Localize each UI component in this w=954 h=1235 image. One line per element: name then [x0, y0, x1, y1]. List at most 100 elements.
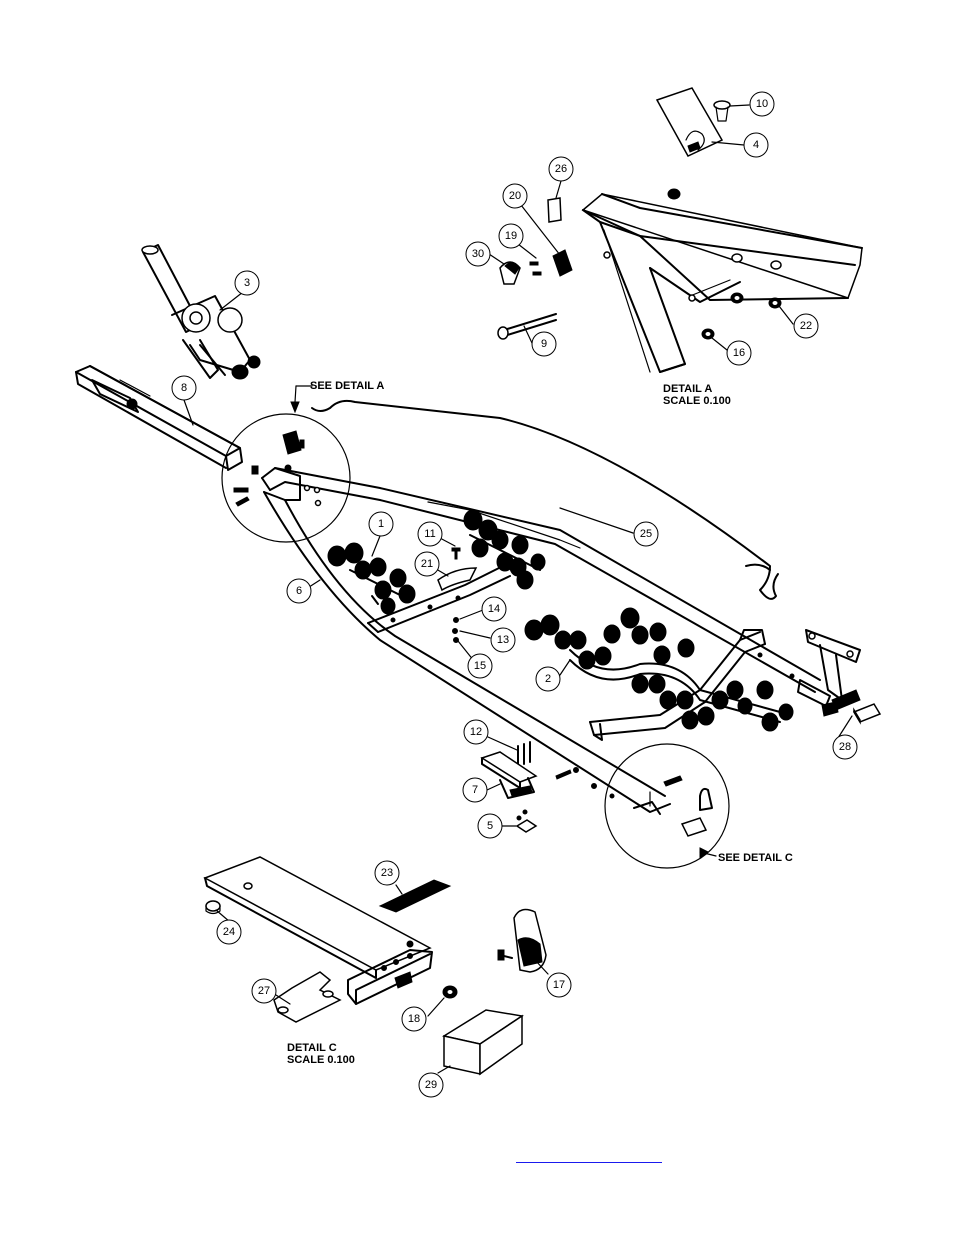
callout-2: 2: [535, 666, 561, 692]
svg-text:18: 18: [408, 1013, 420, 1025]
callout-6: 6: [286, 578, 312, 604]
svg-text:26: 26: [555, 163, 567, 175]
callout-9: 9: [531, 331, 557, 357]
callout-16: 16: [726, 340, 752, 366]
callout-15: 15: [467, 653, 493, 679]
part-ubolt-12: [517, 741, 531, 767]
detail-c-circle: [604, 743, 730, 869]
callout-10: 10: [749, 91, 775, 117]
svg-text:27: 27: [258, 985, 270, 997]
callout-29: 29: [418, 1072, 444, 1098]
callout-28: 28: [832, 734, 858, 760]
svg-text:20: 20: [509, 190, 521, 202]
svg-text:11: 11: [424, 528, 435, 540]
part-block-20: [552, 249, 573, 277]
callout-26: 26: [548, 156, 574, 182]
bolts-rear: [555, 767, 615, 799]
svg-text:10: 10: [756, 98, 768, 110]
callout-22: 22: [793, 313, 819, 339]
svg-text:13: 13: [497, 634, 509, 646]
callout-11: 11: [417, 521, 443, 547]
callout-12: 12: [463, 719, 489, 745]
part-plate-5: [515, 809, 538, 833]
part-screw-11: [451, 547, 461, 560]
part-roller-assembly-2: [524, 607, 794, 732]
callout-25: 25: [633, 521, 659, 547]
part-mat-23: [378, 879, 452, 913]
callout-17: 17: [546, 972, 572, 998]
callout-24: 24: [216, 919, 242, 945]
svg-text:15: 15: [474, 660, 486, 672]
see-detail-c-label: SEE DETAIL C: [718, 852, 793, 864]
detail-a-frame: [581, 193, 863, 373]
part-roller-assembly-top: [463, 509, 546, 590]
footer-link[interactable]: [516, 1146, 662, 1163]
detail-c-fender: [203, 856, 433, 1005]
part-light-17: [497, 908, 547, 973]
detail-c-title: DETAIL C: [287, 1042, 337, 1054]
svg-text:30: 30: [472, 248, 484, 260]
callout-21: 21: [414, 551, 440, 577]
svg-text:8: 8: [181, 382, 187, 394]
nuts-22-16: [667, 188, 782, 340]
part-winch-3: [141, 244, 261, 380]
svg-text:12: 12: [470, 726, 482, 738]
part-tongue-8: [75, 365, 243, 471]
callout-14: 14: [481, 596, 507, 622]
svg-text:14: 14: [488, 603, 500, 615]
callout-20: 20: [502, 183, 528, 209]
part-wire-25: [311, 399, 779, 600]
svg-text:4: 4: [753, 139, 759, 151]
callout-7: 7: [462, 777, 488, 803]
part-plate-4: [655, 87, 724, 157]
svg-text:3: 3: [244, 277, 250, 289]
part-nut-18: [442, 985, 458, 999]
svg-text:1: 1: [378, 518, 384, 530]
detail-a-circle: [221, 385, 351, 543]
part-end-block-28: [852, 703, 882, 725]
part-roller-assembly-1: [327, 542, 416, 615]
svg-text:28: 28: [839, 741, 851, 753]
callout-27: 27: [251, 978, 277, 1004]
svg-text:9: 9: [541, 338, 547, 350]
svg-text:7: 7: [472, 784, 478, 796]
svg-text:19: 19: [505, 230, 517, 242]
part-bolt-10: [713, 100, 731, 122]
part-bracket-27: [273, 971, 342, 1023]
callout-5: 5: [477, 813, 503, 839]
detail-a-title: DETAIL A: [663, 383, 712, 395]
svg-text:16: 16: [733, 347, 745, 359]
svg-text:23: 23: [381, 867, 393, 879]
part-pad-26: [547, 197, 562, 223]
callout-4: 4: [743, 132, 769, 158]
svg-text:17: 17: [553, 979, 565, 991]
part-pin-9: [497, 313, 557, 340]
part-pad-21: [437, 567, 478, 592]
see-detail-a-label: SEE DETAIL A: [310, 380, 384, 392]
svg-text:22: 22: [800, 320, 812, 332]
svg-text:6: 6: [296, 585, 302, 597]
detail-a-scale: SCALE 0.100: [663, 395, 731, 407]
callout-18: 18: [401, 1006, 427, 1032]
svg-text:25: 25: [640, 528, 652, 540]
part-screws-19: [529, 261, 542, 276]
callout-23: 23: [374, 860, 400, 886]
callout-13: 13: [490, 627, 516, 653]
svg-text:5: 5: [487, 820, 493, 832]
callout-8: 8: [171, 375, 197, 401]
callout-19: 19: [498, 223, 524, 249]
svg-text:2: 2: [545, 673, 551, 685]
callout-30: 30: [465, 241, 491, 267]
part-cap-30: [499, 261, 521, 285]
detail-c-scale: SCALE 0.100: [287, 1054, 355, 1066]
part-block-29: [442, 1009, 524, 1076]
part-main-frame-6: [261, 467, 861, 813]
svg-text:29: 29: [425, 1079, 437, 1091]
part-plug-24: [205, 900, 221, 915]
part-hardware-13-15: [452, 617, 459, 643]
part-bracket-7: [480, 751, 538, 799]
callout-1: 1: [368, 511, 394, 537]
callout-3: 3: [234, 270, 260, 296]
svg-text:21: 21: [421, 558, 433, 570]
